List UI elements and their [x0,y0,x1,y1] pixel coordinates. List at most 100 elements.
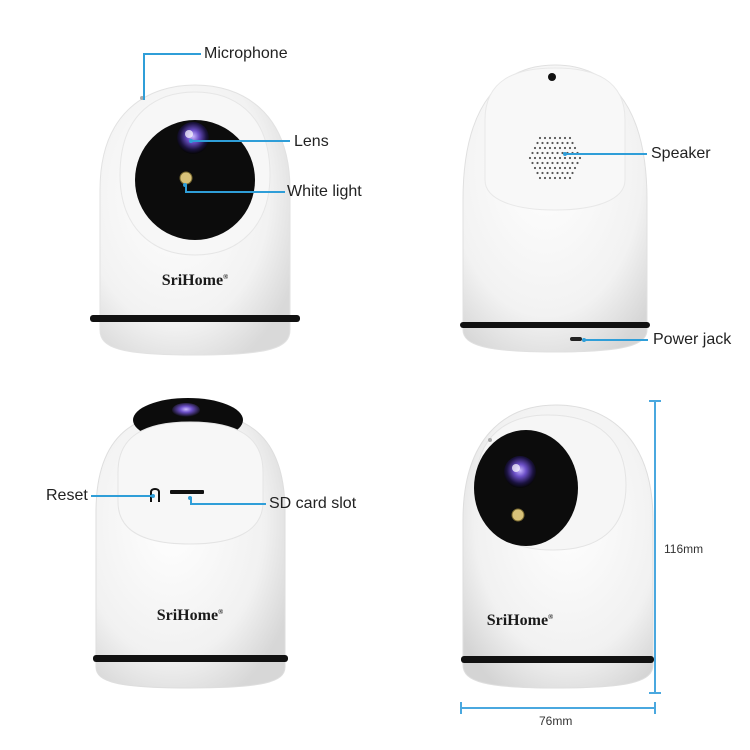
grille-hole [551,151,554,155]
grille-hole [538,136,542,140]
grille-hole [571,141,574,145]
grille-hole [563,146,567,150]
base-band [93,655,288,662]
grille-hole [546,161,549,165]
grille-hole [551,161,554,165]
lens-housing [135,120,255,240]
grille-hole [566,171,569,175]
camera-back-view [460,64,650,353]
height-dimension-line [654,400,656,693]
grille-hole [563,166,567,170]
lens-housing [474,430,578,546]
grille-hole [561,171,564,175]
base-band [90,315,300,322]
grille-hole [556,151,559,155]
grille-hole [548,146,552,150]
grille-hole [536,171,539,175]
camera-rear-view: SriHome® [93,398,288,689]
grille-hole [548,156,552,160]
grille-hole [548,136,552,140]
grille-hole [573,166,577,170]
grille-hole [563,136,567,140]
base-band [460,322,650,328]
sd-card-slot [170,490,204,494]
brand-logo: SriHome® [487,612,554,629]
sd-card-slot-label: SD card slot [269,495,357,512]
grille-hole [538,176,542,180]
grille-hole [548,176,552,180]
lens [504,456,536,488]
lens-label: Lens [294,133,329,150]
grille-hole [531,161,534,165]
grille-hole [566,141,569,145]
grille-hole [533,166,537,170]
reset-button [150,488,160,502]
grille-hole [553,136,557,140]
grille-hole [563,156,567,160]
grille-hole [568,166,572,170]
speaker-label: Speaker [651,145,711,162]
grille-hole [533,156,537,160]
grille-hole [578,156,582,160]
grille-hole [571,161,574,165]
power-jack [570,337,582,341]
grille-hole [558,136,562,140]
height-dimension-label: 116mm [664,542,704,556]
grille-hole [536,151,539,155]
grille-hole [556,161,559,165]
lens [177,122,209,154]
grille-hole [553,166,557,170]
grille-hole [553,176,557,180]
base-band [461,656,654,663]
white-light-led [179,171,193,185]
grille-hole [563,176,567,180]
grille-hole [568,156,572,160]
grille-hole [553,146,557,150]
grille-hole [533,146,537,150]
grille-hole [543,156,547,160]
grille-hole [568,146,572,150]
grille-hole [558,166,562,170]
grille-hole [543,146,547,150]
grille-hole [531,151,534,155]
grille-hole [561,141,564,145]
grille-hole [558,156,562,160]
grille-hole [548,166,552,170]
grille-hole [573,146,577,150]
grille-hole [556,141,559,145]
grille-hole [566,161,569,165]
grille-hole [541,141,544,145]
grille-hole [561,161,564,165]
camera-front-view: SriHome® [90,84,300,356]
grille-hole [541,161,544,165]
grille-hole [538,146,542,150]
width-dimension-line [460,707,656,709]
grille-hole [568,176,572,180]
grille-hole [538,156,542,160]
grille-hole [528,156,532,160]
brand-logo: SriHome® [157,607,224,624]
grille-hole [541,151,544,155]
lens [172,403,200,417]
grille-hole [536,161,539,165]
grille-hole [543,136,547,140]
white-light-led [511,508,525,522]
grille-hole [558,176,562,180]
grille-hole [568,136,572,140]
grille-hole [543,176,547,180]
grille-hole [546,171,549,175]
grille-hole [571,171,574,175]
grille-hole [551,141,554,145]
grille-hole [541,171,544,175]
reset-label: Reset [46,487,88,504]
power-jack-label: Power jack [653,331,732,348]
grille-hole [573,156,577,160]
grille-hole [553,156,557,160]
camera-angled-view: SriHome® [461,404,654,689]
grille-hole [538,166,542,170]
grille-hole [536,141,539,145]
white-light-label: White light [287,183,362,200]
grille-hole [558,146,562,150]
grille-hole [576,161,579,165]
grille-hole [546,141,549,145]
